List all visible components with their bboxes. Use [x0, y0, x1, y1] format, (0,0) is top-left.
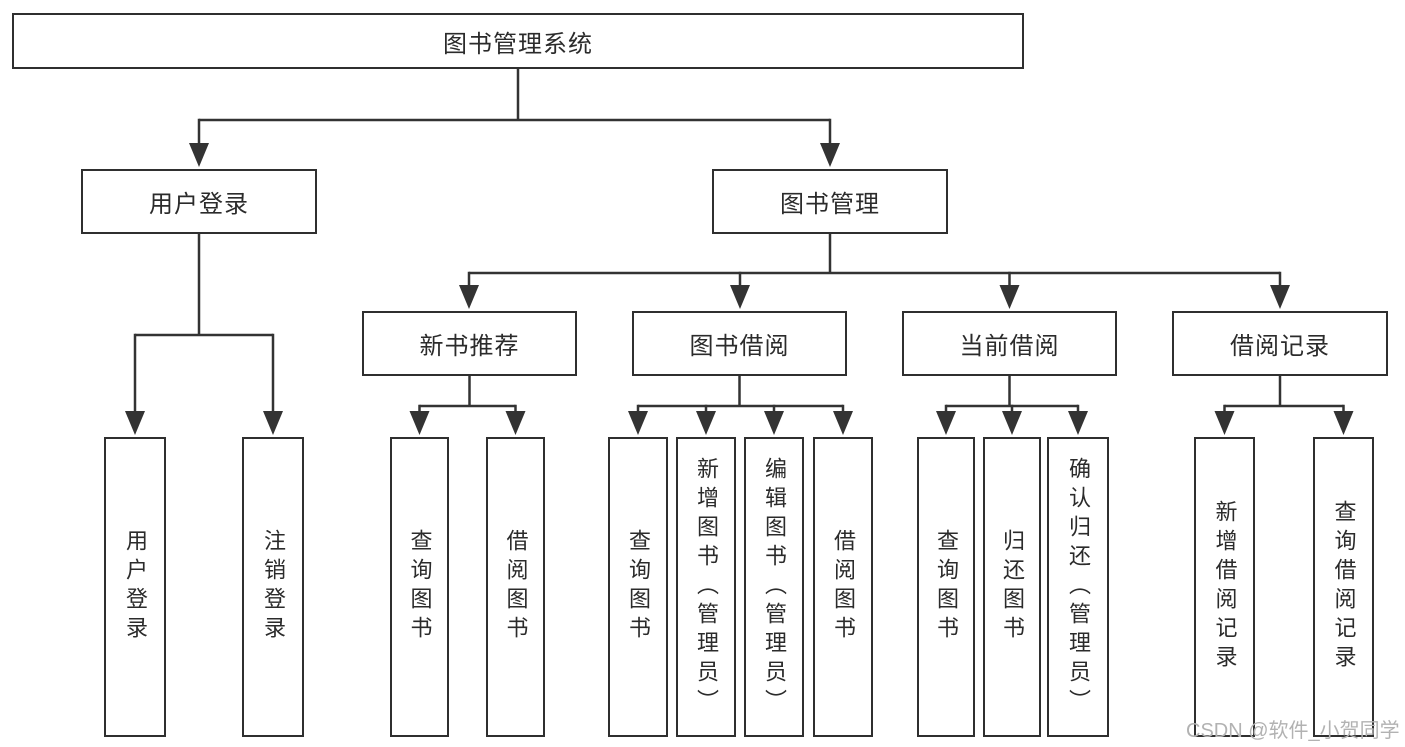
node-label: 图书借阅 — [689, 333, 790, 360]
arrowhead — [764, 411, 784, 435]
node-user-login: 用户登录 — [81, 169, 317, 234]
leaf-confirm-return-admin: 确认归还（管理员） — [1047, 437, 1109, 737]
leaf-query-borrow-record: 查询借阅记录 — [1313, 437, 1374, 737]
node-label: 注销登录 — [261, 529, 286, 645]
leaf-borrow-books: 借阅图书 — [813, 437, 873, 737]
arrowhead — [263, 411, 283, 435]
node-label: 查询图书 — [626, 529, 651, 645]
node-label: 新增借阅记录 — [1212, 500, 1238, 674]
arrowhead — [459, 285, 479, 309]
node-root: 图书管理系统 — [12, 13, 1024, 69]
node-label: 用户登录 — [123, 529, 148, 645]
arrowhead — [1068, 411, 1088, 435]
arrowhead — [505, 411, 526, 435]
arrowhead — [999, 285, 1020, 309]
node-label: 新增图书（管理员） — [694, 456, 719, 718]
leaf-edit-book-admin: 编辑图书（管理员） — [744, 437, 804, 737]
node-new-book-recommend: 新书推荐 — [362, 311, 577, 376]
leaf-query-books-current: 查询图书 — [917, 437, 975, 737]
node-label: 确认归还（管理员） — [1066, 456, 1091, 718]
arrowhead — [833, 411, 853, 435]
arrowhead — [730, 285, 750, 309]
arrowhead — [1333, 411, 1354, 435]
node-current-borrow: 当前借阅 — [902, 311, 1117, 376]
leaf-add-book-admin: 新增图书（管理员） — [676, 437, 736, 737]
leaf-query-books-borrow: 查询图书 — [608, 437, 668, 737]
node-label: 查询图书 — [407, 529, 433, 645]
leaf-borrow-books-recommend: 借阅图书 — [486, 437, 545, 737]
arrowhead — [628, 411, 648, 435]
arrowhead — [696, 411, 716, 435]
arrowhead — [1214, 411, 1235, 435]
node-label: 归还图书 — [1000, 529, 1025, 645]
node-label: 当前借阅 — [959, 333, 1060, 360]
arrowhead — [936, 411, 956, 435]
watermark: CSDN @软件_小贺同学 — [1186, 720, 1400, 742]
node-label: 新书推荐 — [419, 333, 520, 360]
node-label: 借阅记录 — [1230, 333, 1330, 360]
node-label: 编辑图书（管理员） — [762, 456, 787, 718]
arrowhead — [189, 143, 209, 167]
node-book-management: 图书管理 — [712, 169, 948, 234]
leaf-add-borrow-record: 新增借阅记录 — [1194, 437, 1255, 737]
arrowhead — [1270, 285, 1290, 309]
arrowhead — [409, 411, 430, 435]
leaf-query-books-recommend: 查询图书 — [390, 437, 449, 737]
node-book-borrow: 图书借阅 — [632, 311, 847, 376]
node-label: 图书管理 — [780, 191, 880, 218]
node-label: 借阅图书 — [503, 529, 529, 645]
arrowhead — [125, 411, 145, 435]
leaf-logout: 注销登录 — [242, 437, 304, 737]
arrowhead — [820, 143, 840, 167]
arrowhead — [1002, 411, 1022, 435]
node-label: 图书管理系统 — [443, 30, 593, 58]
leaf-user-login: 用户登录 — [104, 437, 166, 737]
node-label: 借阅图书 — [831, 529, 856, 645]
node-label: 用户登录 — [149, 191, 249, 218]
leaf-return-books: 归还图书 — [983, 437, 1041, 737]
node-borrow-records: 借阅记录 — [1172, 311, 1388, 376]
node-label: 查询借阅记录 — [1331, 500, 1357, 674]
node-label: 查询图书 — [934, 529, 959, 645]
